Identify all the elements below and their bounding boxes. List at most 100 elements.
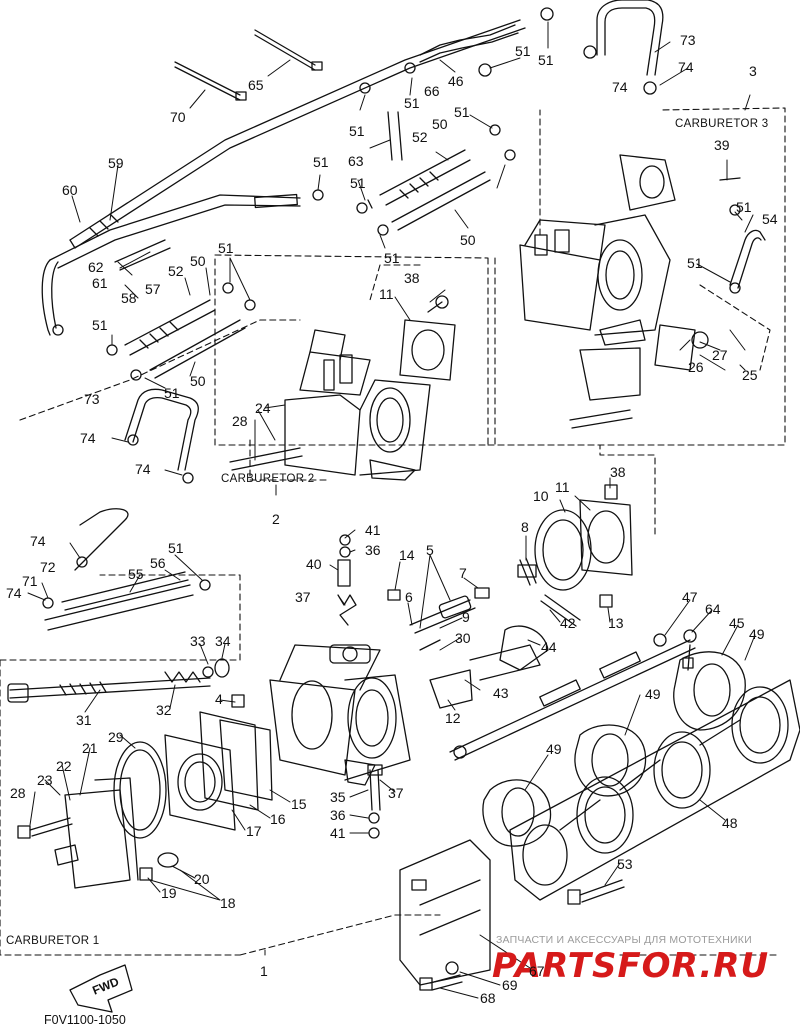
callout-61: 61 bbox=[92, 275, 108, 291]
callout-16: 16 bbox=[270, 811, 286, 827]
assembly-number-1: 1 bbox=[260, 963, 268, 979]
callout-51: 51 bbox=[384, 250, 400, 266]
callout-51: 51 bbox=[313, 154, 329, 170]
callout-49: 49 bbox=[546, 741, 562, 757]
callout-19: 19 bbox=[161, 885, 177, 901]
callout-72: 72 bbox=[40, 559, 56, 575]
callout-74: 74 bbox=[612, 79, 628, 95]
callout-11: 11 bbox=[555, 479, 570, 495]
callout-52: 52 bbox=[412, 129, 428, 145]
callout-31: 31 bbox=[76, 712, 92, 728]
callout-29: 29 bbox=[108, 729, 124, 745]
callout-42: 42 bbox=[560, 615, 576, 631]
callout-12: 12 bbox=[445, 710, 461, 726]
callout-36: 36 bbox=[330, 807, 346, 823]
callout-7: 7 bbox=[459, 565, 467, 581]
callout-57: 57 bbox=[145, 281, 161, 297]
callout-51: 51 bbox=[218, 240, 234, 256]
callout-9: 9 bbox=[462, 609, 470, 625]
callout-14: 14 bbox=[399, 547, 415, 563]
callout-13: 13 bbox=[608, 615, 624, 631]
callout-53: 53 bbox=[617, 856, 633, 872]
callout-37: 37 bbox=[388, 785, 404, 801]
callout-64: 64 bbox=[705, 601, 721, 617]
callout-50: 50 bbox=[460, 232, 476, 248]
callout-50: 50 bbox=[190, 253, 206, 269]
callout-38: 38 bbox=[404, 270, 420, 286]
callout-23: 23 bbox=[37, 772, 53, 788]
callout-51: 51 bbox=[515, 43, 531, 59]
callout-70: 70 bbox=[170, 109, 186, 125]
callout-37: 37 bbox=[295, 589, 311, 605]
assembly-number-3: 3 bbox=[749, 63, 757, 79]
callout-24: 24 bbox=[255, 400, 271, 416]
callout-30: 30 bbox=[455, 630, 471, 646]
callout-51: 51 bbox=[92, 317, 108, 333]
callout-17: 17 bbox=[246, 823, 262, 839]
callout-32: 32 bbox=[156, 702, 172, 718]
carburetor-2-body bbox=[229, 295, 456, 481]
callout-52: 52 bbox=[168, 263, 184, 279]
callout-51: 51 bbox=[538, 52, 554, 68]
callout-4: 4 bbox=[215, 691, 223, 707]
callout-8: 8 bbox=[521, 519, 529, 535]
hoses-50-52 bbox=[44, 149, 491, 631]
carburetor-1-body bbox=[7, 484, 697, 889]
carburetor-2-label: CARBURETOR 2 bbox=[221, 473, 315, 485]
callout-11: 11 bbox=[379, 286, 394, 302]
intake-manifold-and-gaskets bbox=[399, 651, 800, 991]
watermark-caption: ЗАПЧАСТИ И АКСЕССУАРЫ ДЛЯ МОТОТЕХНИКИ bbox=[496, 934, 752, 946]
callout-27: 27 bbox=[712, 347, 728, 363]
callout-63: 63 bbox=[348, 153, 364, 169]
callout-74: 74 bbox=[6, 585, 22, 601]
callout-50: 50 bbox=[432, 116, 448, 132]
callout-51: 51 bbox=[736, 199, 752, 215]
fuel-hoses-top bbox=[41, 0, 766, 609]
callout-35: 35 bbox=[330, 789, 346, 805]
callout-73: 73 bbox=[680, 32, 696, 48]
callout-40: 40 bbox=[306, 556, 322, 572]
callout-55: 55 bbox=[128, 566, 144, 582]
callout-49: 49 bbox=[645, 686, 661, 702]
callout-74: 74 bbox=[678, 59, 694, 75]
callout-26: 26 bbox=[688, 359, 704, 375]
callout-20: 20 bbox=[194, 871, 210, 887]
callout-43: 43 bbox=[493, 685, 509, 701]
callout-10: 10 bbox=[533, 488, 549, 504]
callout-45: 45 bbox=[729, 615, 745, 631]
callout-46: 46 bbox=[448, 73, 464, 89]
callout-28: 28 bbox=[10, 785, 26, 801]
carburetor-1-label: CARBURETOR 1 bbox=[6, 935, 100, 947]
callout-41: 41 bbox=[365, 522, 381, 538]
callout-51: 51 bbox=[168, 540, 184, 556]
callout-51: 51 bbox=[350, 175, 366, 191]
leader-lines bbox=[27, 21, 756, 999]
callout-68: 68 bbox=[480, 990, 496, 1006]
callout-22: 22 bbox=[56, 758, 72, 774]
callout-51: 51 bbox=[454, 104, 470, 120]
callout-56: 56 bbox=[150, 555, 166, 571]
callout-50: 50 bbox=[190, 373, 206, 389]
callout-73: 73 bbox=[84, 391, 100, 407]
callout-5: 5 bbox=[426, 542, 434, 558]
callout-48: 48 bbox=[722, 815, 738, 831]
callout-18: 18 bbox=[220, 895, 236, 911]
callout-59: 59 bbox=[108, 155, 124, 171]
callout-51: 51 bbox=[349, 123, 365, 139]
callout-33: 33 bbox=[190, 633, 206, 649]
callout-39: 39 bbox=[714, 137, 730, 153]
callout-6: 6 bbox=[405, 589, 413, 605]
callout-69: 69 bbox=[502, 977, 518, 993]
callout-74: 74 bbox=[30, 533, 46, 549]
callout-15: 15 bbox=[291, 796, 307, 812]
callout-47: 47 bbox=[682, 589, 698, 605]
callout-67: 67 bbox=[529, 963, 545, 979]
callout-49: 49 bbox=[749, 626, 765, 642]
callout-36: 36 bbox=[365, 542, 381, 558]
callout-66: 66 bbox=[424, 83, 440, 99]
fwd-arrow-icon bbox=[69, 964, 133, 1013]
callout-44: 44 bbox=[541, 639, 557, 655]
callout-74: 74 bbox=[135, 461, 151, 477]
callout-34: 34 bbox=[215, 633, 231, 649]
